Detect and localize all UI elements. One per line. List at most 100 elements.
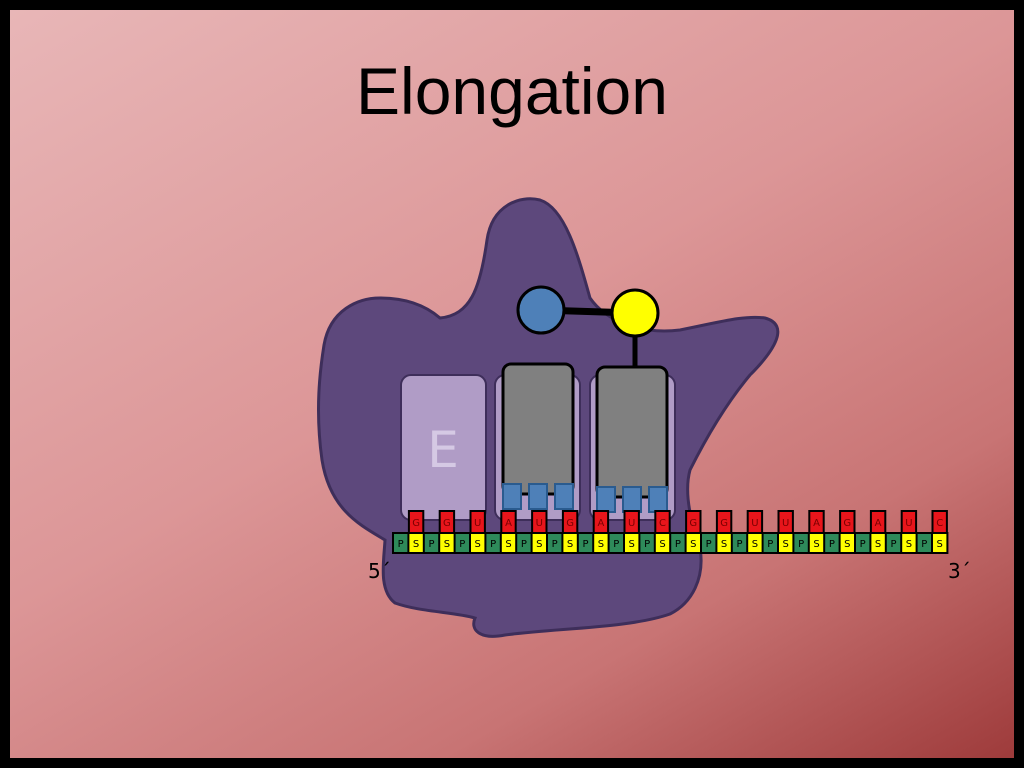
anticodon-base	[528, 483, 548, 510]
backbone-label: S	[505, 539, 511, 550]
sugar-block	[686, 534, 700, 552]
backbone-label: P	[829, 539, 835, 550]
backbone-label: P	[490, 539, 496, 550]
phosphate-block	[825, 534, 839, 552]
base-letter: G	[566, 518, 574, 529]
slide-title: Elongation	[356, 54, 668, 128]
base-letter: G	[843, 518, 851, 529]
backbone-label: P	[459, 539, 465, 550]
e-site-label: E	[427, 421, 459, 479]
backbone-label: P	[736, 539, 742, 550]
trna-a-site	[595, 365, 669, 499]
nucleotide-base	[654, 510, 671, 534]
base-letter: A	[813, 518, 820, 529]
base-letter: U	[782, 518, 789, 529]
backbone-label: P	[675, 539, 681, 550]
phosphate-block	[486, 534, 500, 552]
base-letter: A	[505, 518, 512, 529]
base-letter: U	[536, 518, 543, 529]
nucleotide-base	[500, 510, 517, 534]
nucleotide-base	[900, 510, 918, 534]
sugar-block	[933, 534, 947, 552]
backbone-label: S	[752, 539, 758, 550]
backbone-label: S	[444, 539, 450, 550]
base-letter: G	[412, 518, 420, 529]
backbone-label: S	[567, 539, 573, 550]
sugar-block	[840, 534, 854, 552]
base-letter: U	[751, 518, 758, 529]
backbone-label: S	[937, 539, 943, 550]
base-letter: A	[875, 518, 882, 529]
phosphate-block	[763, 534, 777, 552]
backbone-label: P	[428, 539, 434, 550]
anticodon-base	[554, 483, 574, 510]
backbone-label: S	[598, 539, 604, 550]
mrna-backbone	[392, 532, 949, 554]
backbone-label: P	[552, 539, 558, 550]
three-prime-label: 3´	[948, 559, 971, 583]
phosphate-block	[640, 534, 654, 552]
phosphate-block	[517, 534, 531, 552]
backbone-label: P	[798, 539, 804, 550]
phosphate-block	[917, 534, 931, 552]
backbone-label: P	[890, 539, 896, 550]
nucleotide-base	[407, 510, 425, 534]
nucleotide-base	[715, 510, 733, 534]
base-letter: U	[628, 518, 635, 529]
sugar-block	[748, 534, 762, 552]
backbone-label: P	[921, 539, 927, 550]
phosphate-block	[702, 534, 716, 552]
backbone-label: P	[521, 539, 527, 550]
sugar-block	[501, 534, 516, 552]
backbone-label: S	[875, 539, 881, 550]
nucleotide-base	[561, 510, 579, 534]
sugar-block	[809, 534, 824, 552]
backbone-label: P	[860, 539, 866, 550]
phosphate-block	[548, 534, 562, 552]
nucleotide-base	[685, 510, 702, 534]
phosphate-block	[609, 534, 623, 552]
phosphate-block	[732, 534, 747, 552]
sugar-block	[594, 534, 608, 552]
base-letter: G	[720, 518, 728, 529]
sugar-block	[532, 534, 546, 552]
base-letter: C	[936, 518, 943, 529]
sugar-block	[717, 534, 731, 552]
trna-p-site	[501, 362, 575, 496]
phosphate-block	[455, 534, 469, 552]
backbone-label: P	[398, 539, 404, 550]
phosphate-block	[886, 534, 901, 552]
backbone-label: P	[644, 539, 650, 550]
phosphate-block	[394, 534, 408, 552]
amino-acid-blue	[516, 285, 566, 335]
phosphate-block	[671, 534, 685, 552]
phosphate-block	[578, 534, 593, 552]
base-letter: U	[474, 518, 481, 529]
backbone-label: S	[906, 539, 912, 550]
nucleotide-base	[438, 510, 456, 534]
backbone-label: S	[475, 539, 481, 550]
sugar-block	[625, 534, 639, 552]
anticodon-base	[648, 486, 668, 513]
backbone-label: S	[659, 539, 665, 550]
sugar-block	[440, 534, 454, 552]
sugar-block	[563, 534, 577, 552]
base-letter: A	[597, 518, 604, 529]
backbone-label: S	[690, 539, 696, 550]
nucleotide-base	[839, 510, 856, 534]
nucleotide-base	[531, 510, 548, 534]
sugar-block	[409, 534, 423, 552]
backbone-label: P	[613, 539, 619, 550]
nucleotide-base	[592, 510, 610, 534]
backbone-label: S	[413, 539, 419, 550]
five-prime-label: 5´	[368, 559, 391, 583]
nucleotide-base	[931, 510, 948, 534]
sugar-block	[871, 534, 885, 552]
backbone-label: S	[629, 539, 635, 550]
nucleotide-base	[623, 510, 640, 534]
nucleotide-base	[746, 510, 764, 534]
backbone-label: P	[706, 539, 712, 550]
base-letter: U	[905, 518, 912, 529]
anticodon-base	[502, 483, 522, 510]
